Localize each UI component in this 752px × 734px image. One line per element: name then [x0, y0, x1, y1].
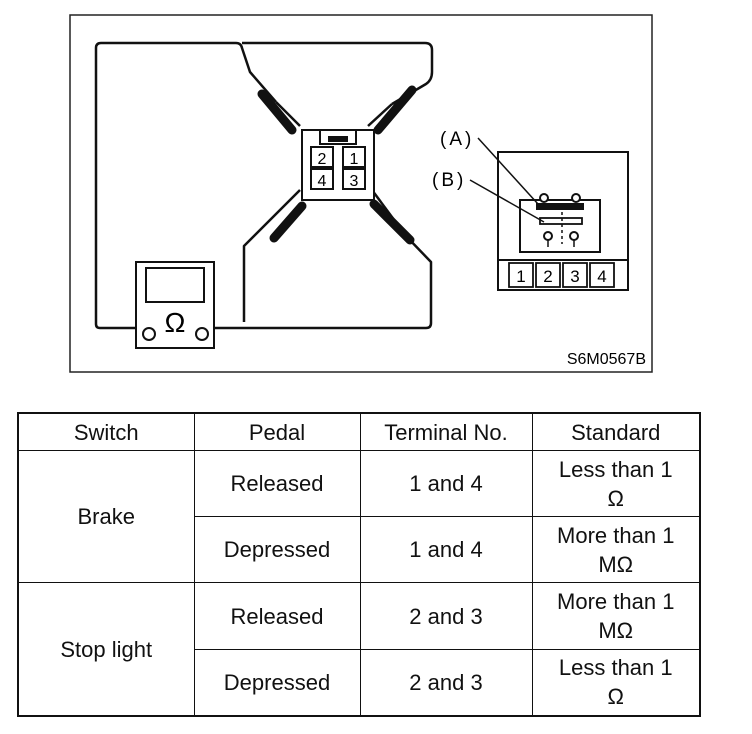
table-row: Depressed 1 and 4 More than 1 MΩ — [18, 516, 701, 584]
table-row: Depressed 2 and 3 Less than 1 Ω — [18, 648, 701, 717]
contact-a — [536, 203, 584, 210]
connector-terminal-label: 1 — [350, 151, 359, 168]
pedal-cell: Depressed — [193, 648, 361, 717]
column-header-standard: Standard — [531, 412, 701, 451]
ohmmeter-terminal — [195, 327, 209, 341]
standard-cell: More than 1 MΩ — [531, 516, 701, 584]
ohm-symbol: Ω — [165, 307, 186, 338]
switch-cell: Brake — [17, 449, 195, 584]
terminal-strip: 1 2 3 4 — [497, 259, 629, 291]
diagram-frame — [69, 14, 653, 373]
figure-code: S6M0567B — [567, 351, 646, 368]
switch-cell: Stop light — [17, 582, 195, 717]
terminal-cell: 1 and 4 — [359, 516, 533, 584]
callout-a-label: (A) — [440, 129, 474, 150]
column-header-pedal: Pedal — [193, 412, 361, 451]
terminal-cell: 1 and 4 — [359, 449, 533, 518]
standard-cell: Less than 1 Ω — [531, 648, 701, 717]
strip-terminal-label: 2 — [543, 267, 552, 286]
table-row: Brake Released 1 and 4 Less than 1 Ω — [17, 449, 701, 584]
table-row: Stop light Released 2 and 3 More than 1 … — [17, 582, 701, 717]
strip-terminal-label: 3 — [570, 267, 579, 286]
strip-terminal-label: 1 — [516, 267, 525, 286]
connector-terminal-label: 3 — [350, 173, 359, 190]
connector-terminal-label: 2 — [318, 151, 327, 168]
strip-terminal-label: 4 — [597, 267, 606, 286]
standard-cell: Less than 1 Ω — [531, 449, 701, 518]
standard-cell: More than 1 MΩ — [531, 582, 701, 650]
contact-b — [539, 217, 583, 225]
spec-table: Switch Pedal Terminal No. Standard Brake… — [17, 412, 701, 717]
connector-terminal-label: 4 — [318, 173, 327, 190]
wires — [94, 41, 434, 330]
pedal-cell: Depressed — [193, 516, 361, 584]
callouts: (A) (B) — [432, 129, 545, 223]
callout-b-label: (B) — [432, 170, 466, 191]
column-header-switch: Switch — [17, 412, 195, 451]
switch-detail — [497, 151, 629, 261]
switch-connector: 2 1 4 3 — [301, 129, 375, 201]
ohmmeter: Ω — [135, 261, 215, 349]
ohmmeter-display — [145, 267, 205, 303]
terminal-cell: 2 and 3 — [359, 648, 533, 717]
column-header-terminal: Terminal No. — [359, 412, 533, 451]
pedal-cell: Released — [193, 449, 361, 518]
pedal-cell: Released — [193, 582, 361, 650]
terminal-cell: 2 and 3 — [359, 582, 533, 650]
wiring-diagram: 2 1 4 3 Ω (A) (B) 1 — [69, 14, 653, 373]
ohmmeter-terminal — [142, 327, 156, 341]
table-header-row: Switch Pedal Terminal No. Standard — [17, 412, 701, 451]
test-probes — [257, 85, 417, 245]
